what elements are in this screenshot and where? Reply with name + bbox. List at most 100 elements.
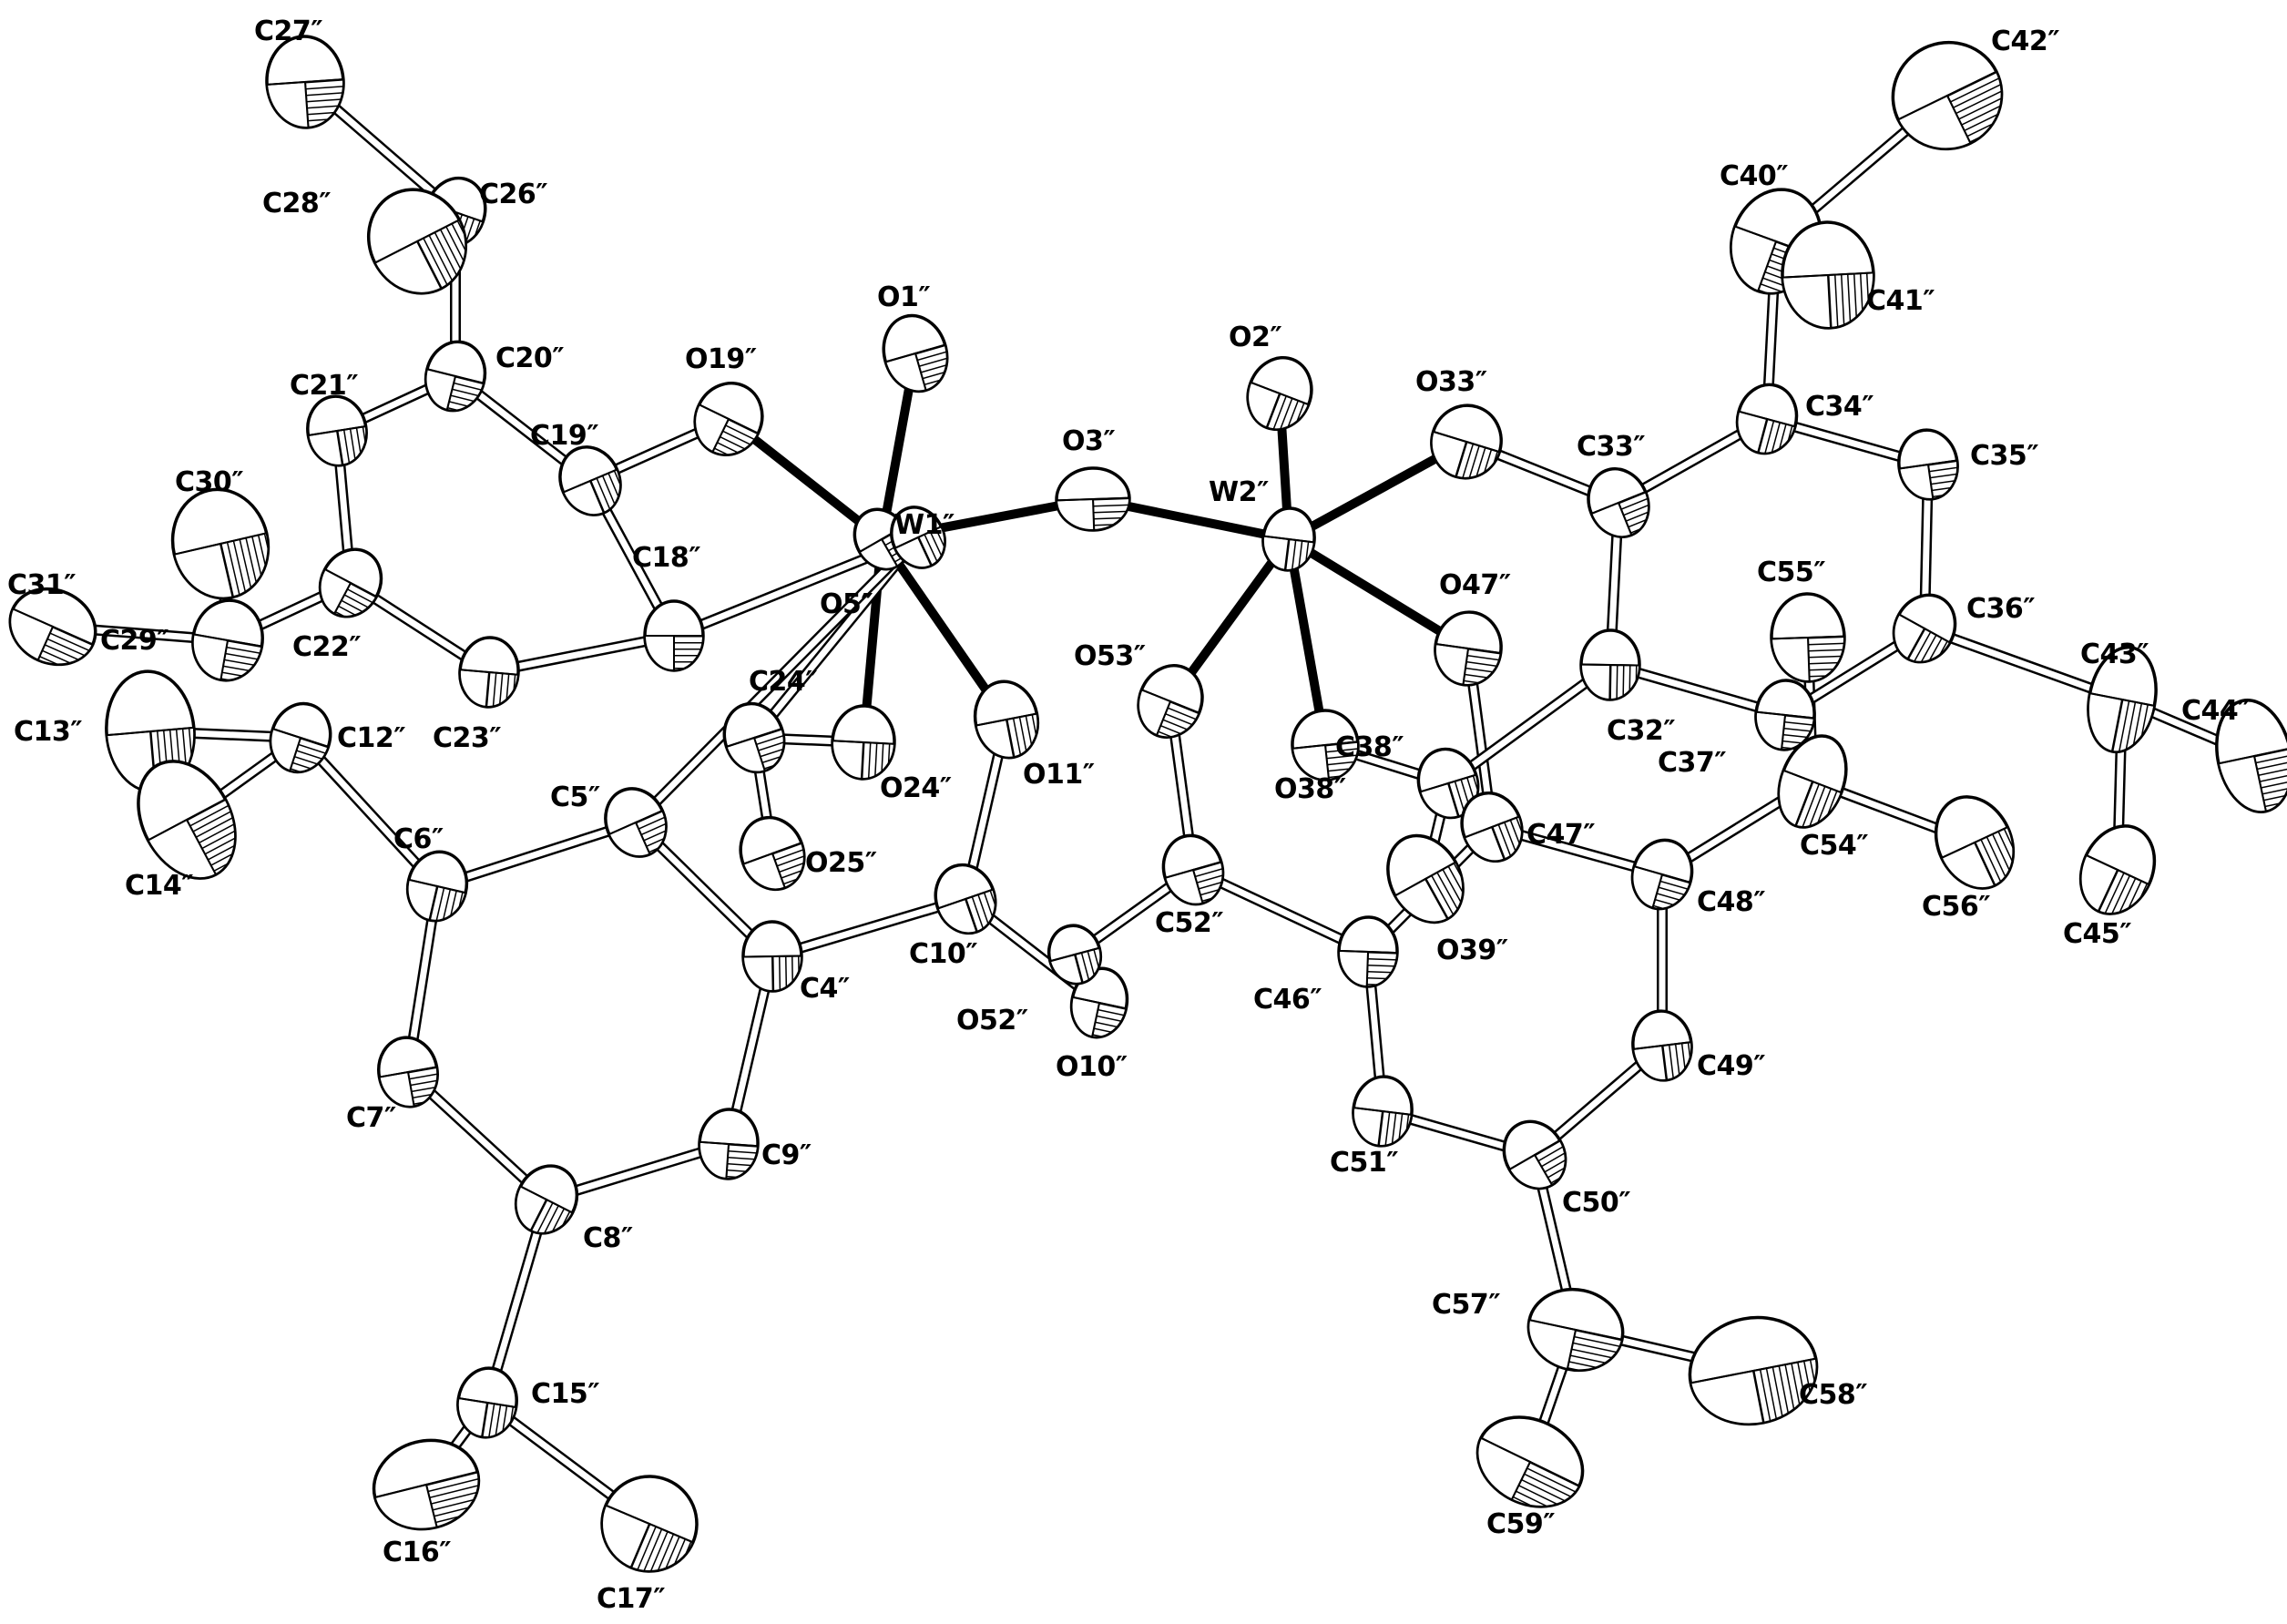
atom-c12 bbox=[269, 701, 332, 774]
label-c21: C21″ bbox=[290, 370, 358, 402]
atom-c18 bbox=[643, 599, 705, 672]
atom-c48 bbox=[1630, 838, 1694, 911]
label-c9: C9″ bbox=[761, 1139, 812, 1171]
atom-c54 bbox=[1777, 734, 1848, 829]
label-c57: C57″ bbox=[1432, 1289, 1500, 1321]
label-c35: C35″ bbox=[1970, 440, 2038, 472]
atom-c42 bbox=[1891, 40, 2004, 151]
atom-c41 bbox=[1781, 220, 1875, 330]
label-c40: C40″ bbox=[1720, 160, 1788, 192]
atom-c44 bbox=[2215, 699, 2287, 813]
label-c7: C7″ bbox=[346, 1102, 396, 1134]
label-c56: C56″ bbox=[1922, 891, 1990, 923]
atom-c16 bbox=[372, 1438, 481, 1531]
atom-o2 bbox=[1246, 355, 1313, 432]
label-o3: O3″ bbox=[1062, 425, 1115, 457]
label-c6: C6″ bbox=[393, 823, 444, 855]
atom-c10 bbox=[934, 863, 997, 935]
atom-c31 bbox=[8, 587, 97, 667]
label-c41: C41″ bbox=[1866, 285, 1935, 317]
label-c28: C28″ bbox=[262, 188, 331, 220]
label-o33: O33″ bbox=[1415, 366, 1487, 398]
atom-c32 bbox=[1579, 628, 1641, 701]
atom-c58 bbox=[1688, 1315, 1819, 1426]
label-o19: O19″ bbox=[685, 343, 757, 375]
atom-o3 bbox=[1055, 466, 1131, 532]
label-c32: C32″ bbox=[1607, 715, 1675, 747]
label-c49: C49″ bbox=[1697, 1050, 1765, 1082]
atom-c19 bbox=[558, 445, 622, 516]
atom-c4 bbox=[741, 920, 803, 993]
label-c29: C29″ bbox=[100, 625, 168, 657]
label-o52: O52″ bbox=[956, 1005, 1028, 1037]
bond-c38-c32 bbox=[1445, 660, 1614, 788]
atom-o5 bbox=[890, 506, 946, 569]
atom-c30 bbox=[170, 487, 271, 600]
label-o25: O25″ bbox=[805, 847, 877, 879]
atom-c36 bbox=[1892, 593, 1957, 664]
label-o24: O24″ bbox=[880, 772, 952, 804]
label-c34: C34″ bbox=[1805, 391, 1874, 423]
label-c4: C4″ bbox=[800, 973, 850, 1005]
atom-c23 bbox=[458, 636, 520, 709]
atom-o38 bbox=[1291, 709, 1360, 781]
atom-o24 bbox=[831, 704, 896, 781]
atom-c47 bbox=[1460, 791, 1524, 863]
atom-c14 bbox=[137, 760, 237, 880]
atom-c57 bbox=[1526, 1287, 1625, 1373]
atom-o53 bbox=[1137, 664, 1204, 739]
label-c50: C50″ bbox=[1562, 1187, 1630, 1219]
bond-c36-c43 bbox=[1922, 623, 2125, 705]
bond-c5-c6 bbox=[435, 817, 638, 892]
label-c36: C36″ bbox=[1966, 593, 2035, 625]
atom-o19 bbox=[693, 381, 764, 457]
atom-o11 bbox=[973, 679, 1040, 760]
atom-c6 bbox=[405, 850, 469, 923]
atom-c5 bbox=[604, 787, 668, 858]
atom-c20 bbox=[424, 340, 487, 413]
label-o5: O5″ bbox=[820, 588, 873, 620]
label-w1: W1″ bbox=[894, 509, 955, 541]
atom-o1 bbox=[882, 313, 949, 393]
atom-c56 bbox=[1934, 795, 2016, 890]
atoms-layer bbox=[8, 35, 2287, 1573]
label-c46: C46″ bbox=[1253, 984, 1322, 1016]
bond-w2-o47 bbox=[1284, 535, 1473, 653]
label-c31: C31″ bbox=[7, 569, 76, 601]
atom-o52 bbox=[1047, 924, 1103, 986]
label-c59: C59″ bbox=[1486, 1508, 1555, 1540]
bond-c6-c12 bbox=[296, 733, 442, 891]
label-o38: O38″ bbox=[1274, 773, 1346, 805]
atom-o25 bbox=[739, 815, 806, 892]
label-c5: C5″ bbox=[550, 781, 600, 813]
atom-c21 bbox=[306, 394, 368, 467]
label-c43: C43″ bbox=[2080, 638, 2149, 670]
label-o2: O2″ bbox=[1229, 322, 1281, 353]
label-c58: C58″ bbox=[1799, 1379, 1867, 1411]
atom-c59 bbox=[1475, 1415, 1585, 1508]
atom-o33 bbox=[1430, 403, 1503, 480]
atom-o10 bbox=[1069, 966, 1129, 1039]
atom-c27 bbox=[265, 35, 345, 129]
label-c24: C24″ bbox=[749, 666, 817, 698]
label-c13: C13″ bbox=[14, 716, 82, 748]
label-c47: C47″ bbox=[1526, 819, 1595, 851]
atom-c9 bbox=[698, 1108, 760, 1180]
atom-c15 bbox=[456, 1366, 518, 1439]
atom-c46 bbox=[1337, 915, 1399, 988]
atom-c33 bbox=[1587, 467, 1650, 538]
label-c10: C10″ bbox=[909, 938, 977, 970]
label-c15: C15″ bbox=[531, 1378, 599, 1410]
label-c38: C38″ bbox=[1335, 731, 1404, 763]
atom-c51 bbox=[1352, 1075, 1414, 1148]
label-c8: C8″ bbox=[583, 1222, 633, 1254]
label-c27: C27″ bbox=[254, 15, 322, 47]
atom-c24 bbox=[722, 701, 786, 774]
label-o10: O10″ bbox=[1056, 1051, 1128, 1083]
atom-c49 bbox=[1631, 1009, 1693, 1082]
label-c52: C52″ bbox=[1155, 907, 1223, 939]
atom-c8 bbox=[514, 1164, 579, 1235]
label-c37: C37″ bbox=[1658, 747, 1726, 779]
label-c51: C51″ bbox=[1330, 1147, 1398, 1179]
